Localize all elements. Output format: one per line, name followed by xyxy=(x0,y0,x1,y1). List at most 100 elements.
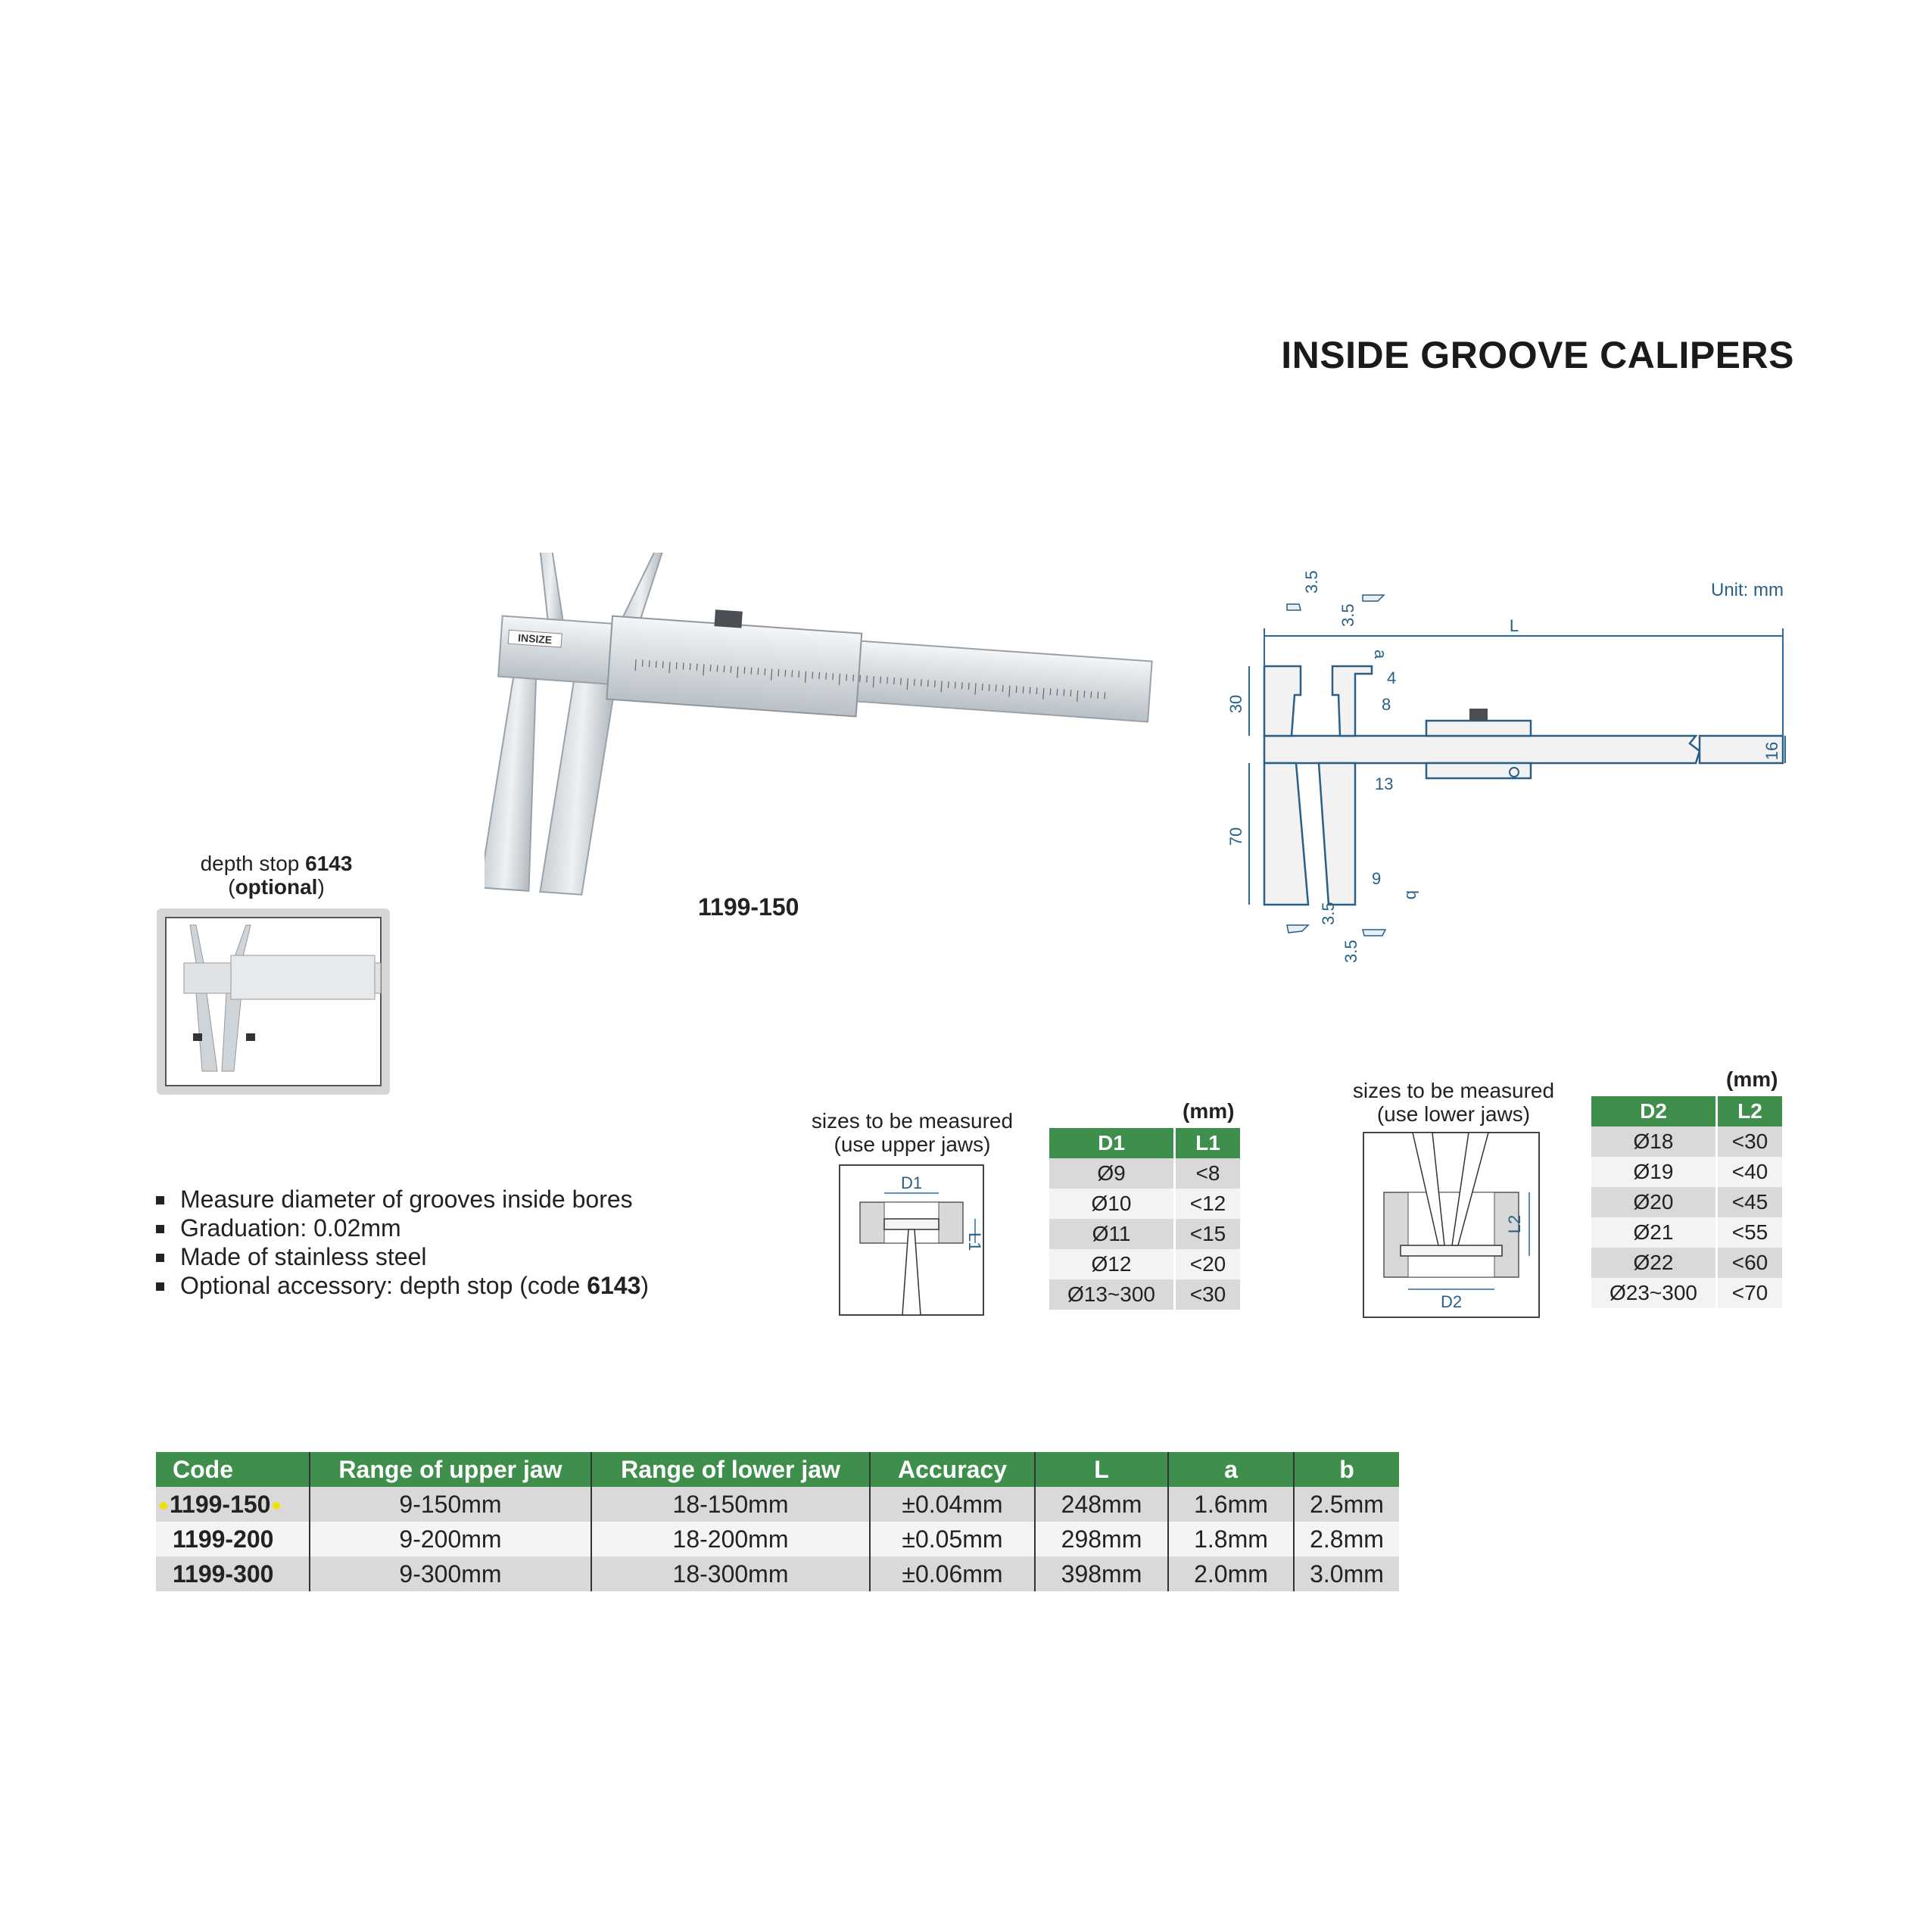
highlight-marker xyxy=(273,1502,281,1510)
dim-13: 13 xyxy=(1375,774,1393,793)
scale-tick xyxy=(1008,685,1011,697)
diagram-label-d2: D2 xyxy=(1441,1292,1462,1311)
table-row: Ø18<30 xyxy=(1591,1126,1782,1157)
scale-tick xyxy=(887,677,888,684)
caliper-photo: INSIZE xyxy=(485,553,1153,896)
col-header: L2 xyxy=(1715,1096,1782,1126)
scale-tick xyxy=(648,660,650,668)
scale-tick xyxy=(696,663,698,671)
dim-30: 30 xyxy=(1226,695,1245,713)
diagram-label-l1: L1 xyxy=(965,1232,984,1251)
scale-tick xyxy=(1015,686,1017,693)
lower-jaws-caption: sizes to be measured(use lower jaws) xyxy=(1352,1079,1555,1126)
scale-tick xyxy=(866,675,868,683)
page-title: INSIDE GROOVE CALIPERS xyxy=(1281,334,1794,376)
dim-16: 16 xyxy=(1762,742,1781,760)
scale-tick xyxy=(1077,690,1079,702)
scale-tick xyxy=(968,682,970,690)
feature-item: Optional accessory: depth stop (code 614… xyxy=(156,1271,649,1300)
scale-tick xyxy=(1042,687,1045,700)
scale-tick xyxy=(974,683,977,695)
scale-tick xyxy=(791,670,793,678)
scale-tick xyxy=(771,668,773,681)
table-row: Ø19<40 xyxy=(1591,1157,1782,1187)
upper-jaws-diagram: D1 L1 xyxy=(839,1164,984,1316)
scale-tick xyxy=(757,668,759,675)
scale-tick xyxy=(743,667,746,675)
scale-tick xyxy=(1049,688,1052,696)
scale-tick xyxy=(832,673,834,681)
col-header: Accuracy xyxy=(869,1452,1035,1487)
col-header: Range of upper jaw xyxy=(309,1452,591,1487)
scale-tick xyxy=(981,684,983,691)
col-header: L1 xyxy=(1173,1128,1240,1158)
scale-tick xyxy=(634,659,637,672)
brand-badge: INSIZE xyxy=(518,631,553,646)
scale-tick xyxy=(900,678,902,685)
scale-tick xyxy=(1022,686,1024,693)
lower-unit: (mm) xyxy=(1726,1067,1778,1091)
col-header: D2 xyxy=(1591,1096,1717,1126)
dim-4: 4 xyxy=(1387,668,1396,687)
table-row: Ø13~300<30 xyxy=(1049,1279,1240,1310)
scale-tick xyxy=(750,667,753,675)
dim-t1: 3.5 xyxy=(1302,570,1321,594)
upper-jaws-table: D1 L1 Ø9<8 Ø10<12 Ø11<15 Ø12<20 Ø13~300<… xyxy=(1049,1128,1240,1310)
diagram-label-d1: D1 xyxy=(901,1173,922,1192)
upper-unit: (mm) xyxy=(1183,1099,1235,1123)
scale-tick xyxy=(1002,684,1004,692)
lower-jaws-diagram: D2 L2 xyxy=(1363,1132,1540,1318)
dim-9: 9 xyxy=(1372,869,1381,888)
scale-tick xyxy=(1070,690,1072,697)
dim-70: 70 xyxy=(1226,827,1245,846)
scale-tick xyxy=(927,679,929,687)
scale-tick xyxy=(961,682,963,690)
accessory-prefix: depth stop xyxy=(200,852,306,875)
scale-tick xyxy=(933,680,936,687)
diagram-label-l2: L2 xyxy=(1505,1215,1524,1233)
scale-tick xyxy=(675,662,678,669)
col-header: D1 xyxy=(1049,1128,1175,1158)
col-header: Code xyxy=(156,1452,310,1487)
depth-stop-image xyxy=(165,917,382,1086)
scale-tick xyxy=(920,679,922,687)
upper-jaws-caption: sizes to be measured(use upper jaws) xyxy=(811,1109,1014,1156)
dim-t3: 3.5 xyxy=(1319,902,1338,925)
scale-tick xyxy=(668,662,671,674)
scale-tick xyxy=(682,662,684,670)
model-label: 1199-150 xyxy=(698,893,799,921)
scale-tick xyxy=(838,673,841,685)
scale-tick xyxy=(1036,687,1038,695)
dim-b: b xyxy=(1403,890,1422,899)
scale-tick xyxy=(1090,691,1092,699)
highlight-marker xyxy=(160,1502,167,1510)
dim-L: L xyxy=(1510,616,1519,635)
table-row: Ø12<20 xyxy=(1049,1249,1240,1279)
scale-tick xyxy=(893,677,895,684)
dim-a: a xyxy=(1371,650,1390,659)
dim-t4: 3.5 xyxy=(1341,940,1360,963)
table-row: Ø23~300<70 xyxy=(1591,1278,1782,1308)
scale-tick xyxy=(880,676,881,684)
dim-8: 8 xyxy=(1382,695,1391,714)
scale-tick xyxy=(1056,688,1058,696)
table-row: Ø22<60 xyxy=(1591,1248,1782,1278)
scale-tick xyxy=(859,675,862,682)
scale-tick xyxy=(852,675,855,682)
table-row: Ø10<12 xyxy=(1049,1189,1240,1219)
unit-label: Unit: mm xyxy=(1711,580,1784,600)
scale-tick xyxy=(872,675,874,688)
scale-tick xyxy=(812,672,814,679)
scale-tick xyxy=(716,665,718,672)
accessory-photo xyxy=(157,908,390,1095)
scale-tick xyxy=(709,664,712,672)
dim-t2: 3.5 xyxy=(1338,603,1357,627)
scale-tick xyxy=(703,664,705,676)
scale-tick xyxy=(777,669,780,677)
accessory-caption: depth stop 6143 (optional) xyxy=(200,852,353,899)
technical-drawing: L 30 70 16 13 4 8 a 9 b 3.5 3.5 3.5 3.5 xyxy=(1226,570,1786,963)
table-row: Ø9<8 xyxy=(1049,1158,1240,1189)
